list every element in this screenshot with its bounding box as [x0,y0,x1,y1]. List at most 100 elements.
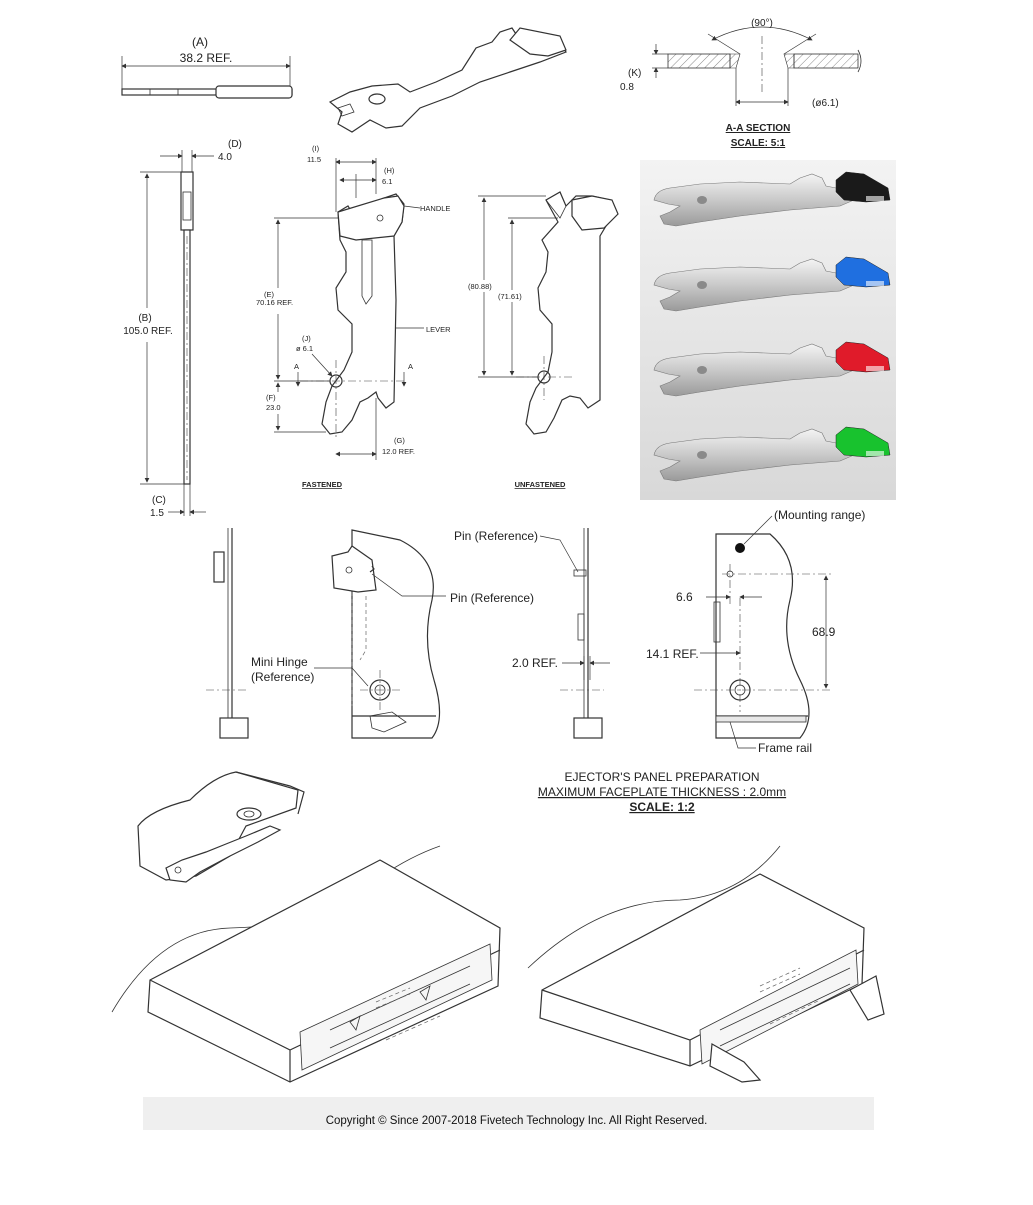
prep-handle-rivet [345,566,353,574]
caption-fastened: FASTENED [302,480,343,489]
dim-h-value: 6.1 [382,177,392,186]
chassis2-vents [759,967,821,1025]
pivot-hole [368,93,386,105]
mini-hinge-leader [314,667,369,687]
variant-handle-highlight [866,281,884,286]
iso-bracket-panel [137,771,299,881]
label-mini-hinge-ref: (Reference) [251,670,314,684]
chassis-vents [375,987,441,1041]
dim-b-label-bg [118,308,178,342]
prep-cutout-panel [715,533,810,739]
dim-j-label: (J) [302,334,311,343]
lever-handle [509,27,567,57]
label-pin-top: Pin (Reference) [454,529,538,543]
side-view: (D) 4.0 (B) 105.0 REF. (C) 1.5 [118,139,242,519]
label-mini-hinge: Mini Hinge [251,655,308,669]
dim-e-label-bg [256,288,306,314]
dim-68-9-value: 68.9 [812,625,836,639]
variant-render [653,171,891,227]
dim-j-leader [311,353,333,377]
variant-color-handle [835,341,891,373]
prep-side-view-1 [206,528,249,739]
section-title: A-A SECTION [726,123,791,134]
fastened-view: (I) 11.5 (H) 6.1 HANDLE LEVER (E) 70.16 … [256,144,451,489]
hook-slot [337,103,355,117]
section-a-left: A [294,362,299,371]
chassis2-bays [719,967,851,1047]
chassis2-front [699,949,859,1065]
dim-f-label: (F) [266,393,276,402]
variant-lever-body [653,343,855,397]
iso-bracket-lever [165,825,282,883]
pin-top-leader [539,535,579,573]
dim-f-label-bg [262,392,292,414]
dim-e-value: 70.16 REF. [256,298,293,307]
profile-handle [215,85,293,99]
isometric-lever-view [328,27,567,133]
dim-j-value: ø 6.1 [296,344,313,353]
prep-side-view-2: Pin (Reference) 2.0 REF. [454,528,610,739]
variant-lever-body [653,173,855,227]
footer-band [143,1097,874,1130]
prep-hinge-inner [374,684,386,696]
dim-outer-value: (80.88) [468,282,492,291]
variant-render [653,426,891,482]
label-mounting-range: (Mounting range) [774,508,865,522]
prep-hook [369,711,407,733]
frame-rail-leader [729,721,756,749]
angle-leader-left [707,33,741,55]
variant-handle-highlight [866,366,884,371]
variant-color-handle [835,171,891,203]
dim-i-value: 11.5 [307,155,321,164]
side-handle-detail [182,191,192,221]
dim-inner-label-bg [498,290,526,302]
prep-title-line3: SCALE: 1:2 [629,800,695,814]
countersink-left [729,53,741,69]
pin-mid-leader [371,573,446,597]
side-lever-body [183,229,191,485]
variant-pivot-hole [697,451,707,459]
dim-c-label: (C) [152,495,166,506]
angle-leader-right [783,33,817,55]
section-scale: SCALE: 5:1 [731,138,786,149]
variant-render [653,341,891,397]
chassis2-open-lever-lower [709,1043,762,1083]
unfastened-hook [545,191,567,219]
section-diameter: (ø6.1) [812,98,839,109]
section-hatch-right [793,53,859,69]
handle-leader [403,205,421,209]
countersink-right [783,53,795,69]
dim-i-label: (I) [312,144,320,153]
unfastened-handle [571,195,619,231]
chassis-bays [329,965,471,1049]
dim-g-label: (G) [394,436,405,445]
chassis-ejectors [349,985,431,1031]
dim-6-6-value: 6.6 [676,590,693,604]
chassis2-break-curve [527,845,781,969]
variant-pivot-hole [697,366,707,374]
section-a-right: A [408,362,413,371]
prep-rail-block-2 [573,717,603,739]
dim-f-value: 23.0 [266,403,281,412]
caption-unfastened: UNFASTENED [515,480,566,489]
prep-hinge-outer [369,679,391,701]
label-handle: HANDLE [420,204,450,213]
dim-h-label: (H) [384,166,395,175]
dim-e-label: (E) [264,290,275,299]
prep-hidden-lever [351,592,367,706]
frame-rail [715,715,807,723]
variant-render [653,256,891,312]
variant-handle-highlight [866,451,884,456]
handle-rivet [376,214,384,222]
prep-title-line1: EJECTOR'S PANEL PREPARATION [565,770,760,784]
dim-a-label: (A) [192,35,208,49]
variant-pivot-hole [697,196,707,204]
prep-front-view-1 [331,529,441,739]
prep-title-line2: MAXIMUM FACEPLATE THICKNESS : 2.0mm [538,785,786,799]
mounting-range-leader [743,515,773,545]
prep-pin-2 [573,569,587,577]
panel-prep-row: Mini Hinge (Reference) Pin (Reference) P… [206,508,865,755]
iso-chassis-open [527,845,885,1083]
iso-bracket-detail [137,771,305,883]
